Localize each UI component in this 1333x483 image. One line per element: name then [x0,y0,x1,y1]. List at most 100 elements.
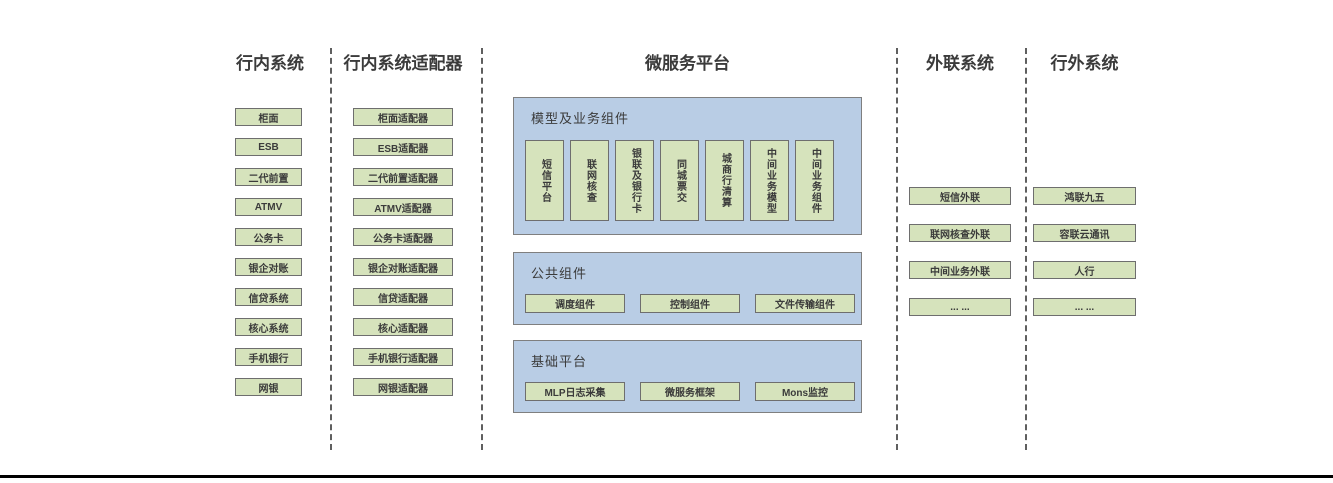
adapter-box-label: 信贷适配器 [378,293,428,305]
adapter-box: 网银适配器 [353,378,453,396]
adapter-box-label: ESB适配器 [377,143,429,155]
panel-base-platform: 基础平台 MLP日志采集 微服务框架 Mons监控 [513,340,862,413]
system-box: ESB [235,138,302,156]
component-box-vertical-label: 同城票交 [674,158,686,203]
system-box: 信贷系统 [235,288,302,306]
system-box-label: 核心系统 [248,323,289,335]
system-box-label: 公务卡 [253,233,284,245]
panel-title: 公共组件 [531,266,588,281]
base-platform-list: MLP日志采集 微服务框架 Mons监控 [525,382,861,401]
outbank-system-box-label: 鸿联九五 [1064,192,1105,204]
external-system-box: 联网核查外联 [909,224,1011,242]
component-box-vertical: 中间业务模型 [750,140,789,221]
external-system-box: ... ... [909,298,1011,316]
system-box: 二代前置 [235,168,302,186]
header-label: 行内系统 [236,53,304,73]
header-inbank-systems: 行内系统 [235,50,305,73]
component-box: 调度组件 [525,294,625,313]
external-system-box-label: 中间业务外联 [930,266,990,278]
system-box-label: 柜面 [258,113,279,125]
system-box-label: 手机银行 [248,353,289,365]
component-box-label: 调度组件 [555,300,595,311]
outbank-system-box: ... ... [1033,298,1136,316]
component-box-vertical-label: 短信平台 [539,158,551,203]
external-system-box: 中间业务外联 [909,261,1011,279]
bottom-rule [0,475,1333,478]
adapter-box: 二代前置适配器 [353,168,453,186]
model-business-components-list: 短信平台 联网核查 银联及银行卡 同城票交 城商行清算 中间业务模型 中间业务组件 [525,140,861,221]
common-components-list: 调度组件 控制组件 文件传输组件 [525,294,861,313]
component-box-vertical: 同城票交 [660,140,699,221]
system-box-label: 二代前置 [248,173,289,185]
adapter-box: 柜面适配器 [353,108,453,126]
outbank-system-box: 鸿联九五 [1033,187,1136,205]
component-box-vertical: 城商行清算 [705,140,744,221]
column-divider-3 [896,48,898,450]
component-box-label: 控制组件 [670,300,710,311]
header-outbank-systems: 行外系统 [1033,50,1136,73]
column-divider-4 [1025,48,1027,450]
component-box: MLP日志采集 [525,382,625,401]
external-system-box: 短信外联 [909,187,1011,205]
external-link-systems-list: 短信外联联网核查外联中间业务外联 ... ... [909,187,1011,316]
component-box-label: 微服务框架 [665,388,715,399]
inbank-systems-list: 柜面 ESB 二代前置 ATMV 公务卡银企对账信贷系统核心系统手机银行网银 [235,108,302,396]
component-box-vertical: 中间业务组件 [795,140,834,221]
component-box-vertical-label: 城商行清算 [719,153,731,208]
header-label: 外联系统 [926,53,994,73]
component-box-vertical: 短信平台 [525,140,564,221]
adapter-box-label: 公务卡适配器 [373,233,433,245]
component-box-vertical: 银联及银行卡 [615,140,654,221]
external-system-box-label: 联网核查外联 [930,229,990,241]
external-system-box-label: 短信外联 [940,192,980,204]
component-box-vertical-label: 联网核查 [584,158,596,203]
component-box-vertical-label: 中间业务模型 [764,147,776,214]
adapter-box-label: ATMV适配器 [374,203,432,215]
component-box-label: MLP日志采集 [544,388,606,399]
system-box: 柜面 [235,108,302,126]
adapter-box-label: 网银适配器 [378,383,428,395]
system-box: 网银 [235,378,302,396]
outbank-systems-list: 鸿联九五容联云通讯人行 ... ... [1033,187,1136,316]
system-box-label: ATMV [254,201,283,213]
component-box: 文件传输组件 [755,294,855,313]
header-label: 行内系统适配器 [343,53,463,73]
component-box-label: 文件传输组件 [775,300,835,311]
component-box-label: Mons监控 [781,388,829,399]
system-box: ATMV [235,198,302,216]
component-box: Mons监控 [755,382,855,401]
adapter-box: 核心适配器 [353,318,453,336]
system-box: 公务卡 [235,228,302,246]
adapter-box: ATMV适配器 [353,198,453,216]
header-label: 微服务平台 [645,53,730,73]
column-divider-2 [481,48,483,450]
adapter-box-label: 二代前置适配器 [368,173,438,185]
external-system-box-label: ... ... [950,301,970,313]
component-box-vertical-label: 银联及银行卡 [629,147,641,214]
adapter-box-label: 银企对账适配器 [368,263,438,275]
header-inbank-system-adapters: 行内系统适配器 [344,50,463,73]
adapter-box: ESB适配器 [353,138,453,156]
system-box: 银企对账 [235,258,302,276]
adapter-box: 手机银行适配器 [353,348,453,366]
outbank-system-box: 人行 [1033,261,1136,279]
adapter-box-label: 柜面适配器 [378,113,428,125]
adapter-box: 银企对账适配器 [353,258,453,276]
column-divider-1 [330,48,332,450]
outbank-system-box-label: 人行 [1074,266,1095,278]
system-box: 核心系统 [235,318,302,336]
panel-title: 基础平台 [531,354,588,369]
system-box-label: 信贷系统 [248,293,289,305]
system-box: 手机银行 [235,348,302,366]
outbank-system-box: 容联云通讯 [1033,224,1136,242]
component-box-vertical: 联网核查 [570,140,609,221]
header-external-link-systems: 外联系统 [909,50,1011,73]
component-box: 微服务框架 [640,382,740,401]
adapter-box-label: 核心适配器 [378,323,428,335]
outbank-system-box-label: 容联云通讯 [1059,229,1110,241]
panel-model-business-components: 模型及业务组件 短信平台联网核查银联及银行卡同城票交城商行清算中间业务模型中间业… [513,97,862,235]
system-box-label: 网银 [258,383,279,395]
adapter-box: 信贷适配器 [353,288,453,306]
component-box: 控制组件 [640,294,740,313]
